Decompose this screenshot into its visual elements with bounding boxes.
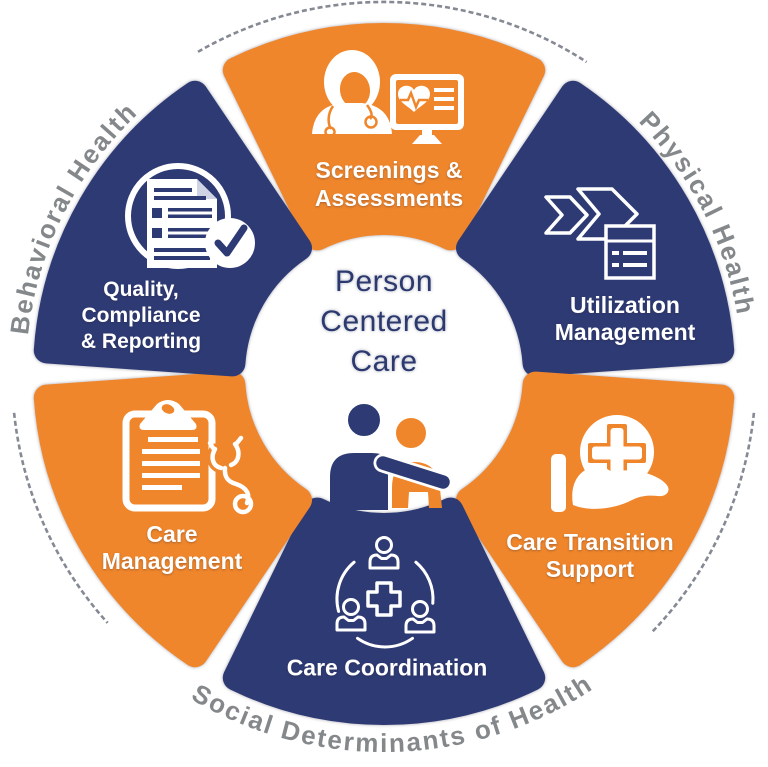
label-line: Compliance <box>81 304 201 327</box>
center-title-line: Centered <box>320 305 448 338</box>
label-care-transition-support: Care Transition Support <box>506 529 673 583</box>
label-utilization-management: Utilization Management <box>555 292 696 346</box>
label-line: & Reporting <box>80 330 202 353</box>
wedge-care-coordination <box>222 497 546 725</box>
team-around-cross-icon <box>335 536 436 649</box>
wedge-utilization-management <box>456 80 735 377</box>
label-line: Management <box>554 319 696 345</box>
center-title-line: Person <box>334 265 434 298</box>
document-checkmark-icon <box>125 163 255 269</box>
label-line: Screenings & <box>315 157 463 183</box>
chevrons-and-form-icon <box>544 187 656 280</box>
hand-holding-medical-cross-icon <box>551 415 669 512</box>
label-care-management: Care Management <box>102 521 243 575</box>
two-people-arm-around-shoulder-icon <box>330 401 453 510</box>
label-line: Support <box>545 556 635 582</box>
label-line: Care Coordination <box>286 654 488 681</box>
center-title-line: Care <box>350 345 418 378</box>
clipboard-stethoscope-icon <box>122 400 256 517</box>
label-line: Management <box>101 548 243 574</box>
outer-dashed-arc <box>12 0 756 634</box>
label-line: Utilization <box>570 292 680 318</box>
label-line: Quality, <box>103 278 179 301</box>
label-line: Care <box>146 521 198 547</box>
label-line: Assessments <box>314 185 464 211</box>
label-screenings-assessments: Screenings & Assessments <box>315 156 463 212</box>
clinician-and-monitor-icon <box>312 50 464 144</box>
wedge-care-transition-support <box>456 371 735 668</box>
label-quality-compliance-reporting: Quality, Compliance & Reporting <box>81 277 201 355</box>
label-care-coordination: Care Coordination <box>287 655 488 682</box>
label-line: Care Transition <box>506 529 674 555</box>
center-title: Person Centered Care <box>320 262 447 382</box>
